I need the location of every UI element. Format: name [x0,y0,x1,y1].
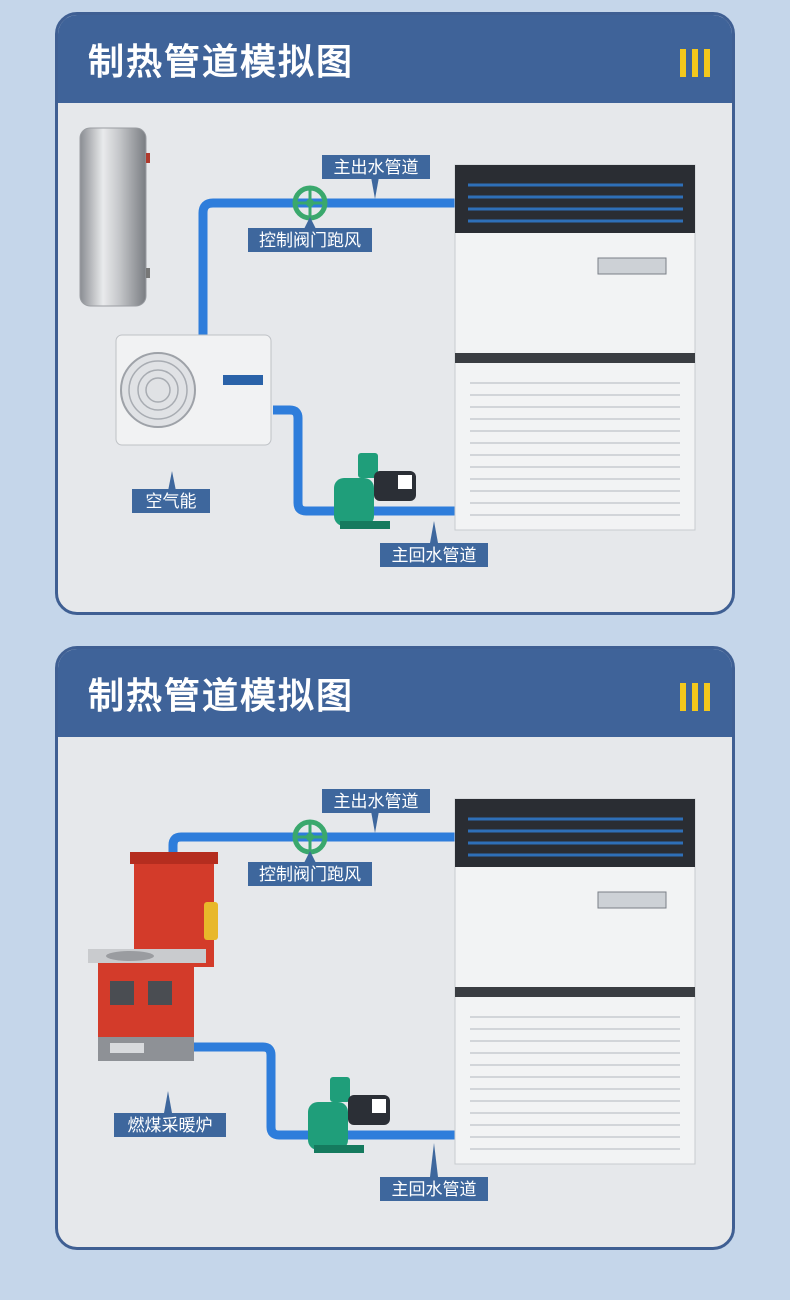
panel-header: 制热管道模拟图 [58,649,732,737]
control-valve-icon [292,819,328,855]
air-source-heat-pump-icon [115,334,272,446]
return-pipe [188,1042,458,1140]
panel-title: 制热管道模拟图 [88,42,355,83]
label-heat-source: 空气能 [132,471,210,513]
svg-text:控制阀门跑风: 控制阀门跑风 [259,231,361,251]
label-valve: 控制阀门跑风 [248,851,372,886]
label-valve: 控制阀门跑风 [248,217,372,252]
svg-text:主回水管道: 主回水管道 [392,546,477,566]
decor-bars-icon [674,683,710,715]
label-main-out: 主出水管道 [322,789,430,833]
control-valve-icon [292,185,328,221]
svg-text:燃煤采暖炉: 燃煤采暖炉 [128,1116,213,1136]
heating-diagram: 主出水管道 控制阀门跑风 空气能 主回水管道 [79,127,696,567]
svg-text:主出水管道: 主出水管道 [334,158,419,178]
svg-text:主出水管道: 主出水管道 [334,792,419,812]
coal-boiler-icon [88,852,218,1061]
decor-bars-icon [674,49,710,81]
water-tank-icon [79,127,150,307]
diagram-panel-1: 制热管道模拟图 [55,12,735,615]
svg-text:空气能: 空气能 [146,492,197,512]
cabinet-fan-coil-unit-icon [454,798,696,1165]
panel-header: 制热管道模拟图 [58,15,732,103]
svg-text:主回水管道: 主回水管道 [392,1180,477,1200]
water-pump-icon [334,453,416,529]
cabinet-fan-coil-unit-icon [454,164,696,531]
label-main-out: 主出水管道 [322,155,430,199]
supply-pipe [198,198,458,335]
diagram-panel-2: 制热管道模拟图 [55,646,735,1250]
supply-pipe [168,832,458,862]
heating-diagram: 主出水管道 控制阀门跑风 燃煤采暖炉 主回水管道 [88,789,696,1201]
label-heat-source: 燃煤采暖炉 [114,1091,226,1137]
label-main-return: 主回水管道 [380,521,488,567]
panel-title: 制热管道模拟图 [88,676,355,717]
water-pump-icon [308,1077,390,1153]
return-pipe [273,405,458,516]
label-main-return: 主回水管道 [380,1143,488,1201]
svg-text:控制阀门跑风: 控制阀门跑风 [259,865,361,885]
